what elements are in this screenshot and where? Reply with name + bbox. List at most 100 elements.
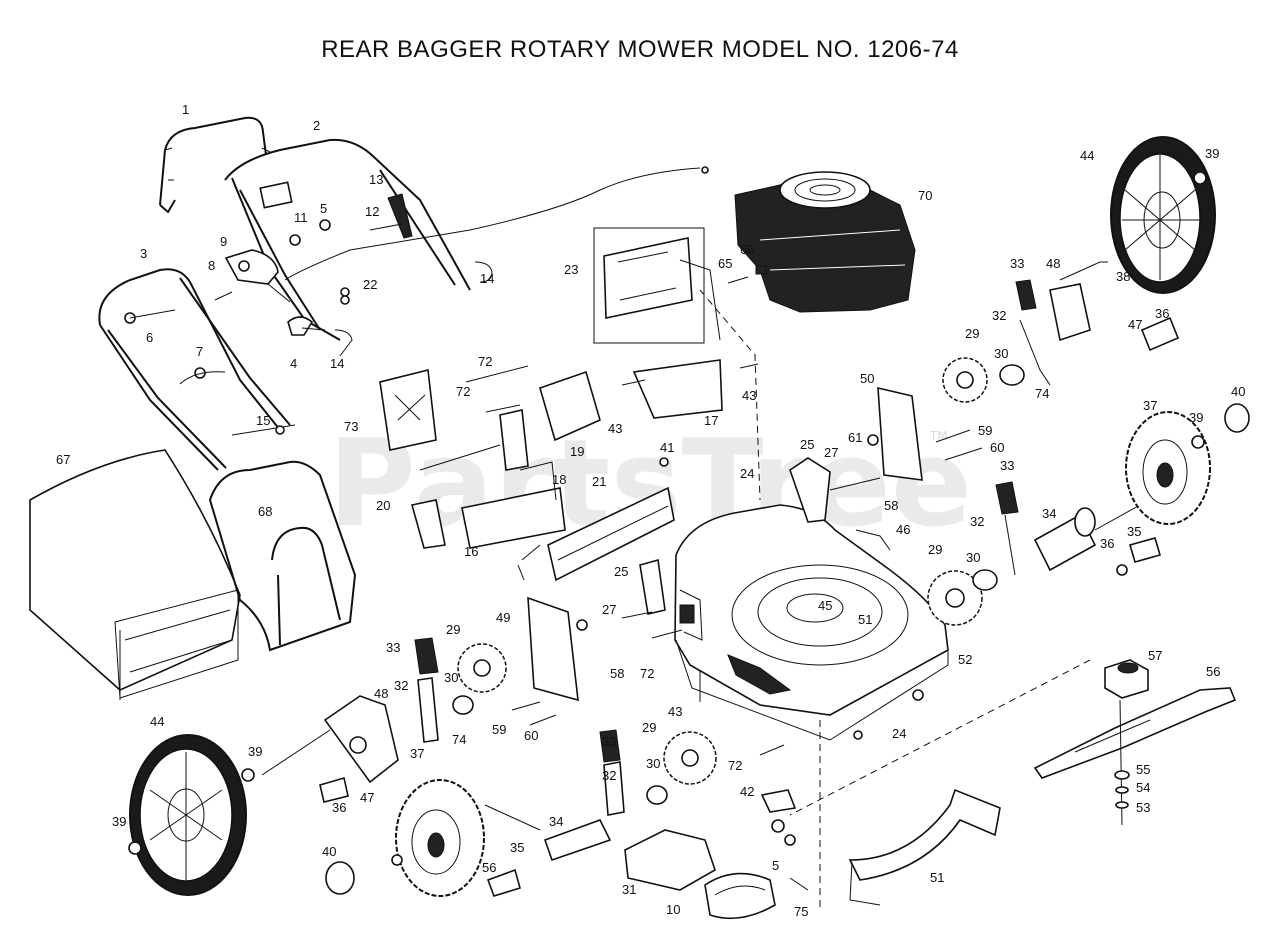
alignment-line xyxy=(789,659,1091,816)
bolt-part xyxy=(474,261,493,283)
misc-bolt-parts xyxy=(521,363,924,756)
callout-label: 18 xyxy=(552,472,566,487)
callout-label: 31 xyxy=(622,882,636,897)
callout-label: 32 xyxy=(394,678,408,693)
callout-label: 68 xyxy=(258,504,272,519)
callout-label: 3 xyxy=(140,246,147,261)
callout-label: 29 xyxy=(965,326,979,341)
engine-part xyxy=(734,171,916,313)
callout-label: 58 xyxy=(884,498,898,513)
callout-label: 7 xyxy=(196,344,203,359)
callout-label: 11 xyxy=(294,210,308,225)
callout-label: 74 xyxy=(452,732,466,747)
callout-label: 23 xyxy=(564,262,578,277)
callout-label: 27 xyxy=(824,445,838,460)
callout-label: 72 xyxy=(456,384,470,399)
callout-label: 2 xyxy=(313,118,320,133)
callout-label: 29 xyxy=(928,542,942,557)
callout-label: 44 xyxy=(1080,148,1094,163)
callout-label: 15 xyxy=(256,413,270,428)
callout-label: 56 xyxy=(1206,664,1220,679)
small-fastener-parts xyxy=(760,789,809,891)
fastener-part xyxy=(755,265,767,275)
rear-wheel-left-part xyxy=(128,734,255,896)
callout-label: 22 xyxy=(363,277,377,292)
callout-label: 40 xyxy=(322,844,336,859)
callout-label: 19 xyxy=(570,444,584,459)
callout-label: 16 xyxy=(464,544,478,559)
callout-label: 36 xyxy=(332,800,346,815)
callout-label: 43 xyxy=(668,704,682,719)
callout-label: 39 xyxy=(1189,410,1203,425)
callout-label: 60 xyxy=(990,440,1004,455)
callout-label: 55 xyxy=(1136,762,1150,777)
callout-label: 32 xyxy=(992,308,1006,323)
callout-label: 36 xyxy=(1155,306,1169,321)
callout-label: 58 xyxy=(610,666,624,681)
callout-label: 5 xyxy=(772,858,779,873)
callout-label: 35 xyxy=(510,840,524,855)
callout-label: 49 xyxy=(496,610,510,625)
callout-label: 14 xyxy=(330,356,344,371)
callout-label: 8 xyxy=(208,258,215,273)
callout-label: 52 xyxy=(958,652,972,667)
callout-label: 14 xyxy=(480,271,494,286)
callout-label: 32 xyxy=(602,768,616,783)
callout-label: 40 xyxy=(1231,384,1245,399)
callout-label: 33 xyxy=(1010,256,1024,271)
callout-label: 61 xyxy=(848,430,862,445)
callout-label: 72 xyxy=(478,354,492,369)
callout-label: 50 xyxy=(860,371,874,386)
control-lever-part xyxy=(319,193,413,239)
baffle-part xyxy=(848,788,1001,906)
rear-wheel-top-part xyxy=(1110,136,1216,294)
lower-handle-part xyxy=(98,268,296,471)
callout-label: 46 xyxy=(896,522,910,537)
callout-label: 73 xyxy=(344,419,358,434)
front-wheel-left-part xyxy=(325,779,541,897)
bolt-part xyxy=(334,329,353,357)
callout-label: 43 xyxy=(608,421,622,436)
callout-label: 37 xyxy=(410,746,424,761)
callout-label: 33 xyxy=(602,734,616,749)
bag-frame-part xyxy=(208,460,357,652)
callout-label: 4 xyxy=(290,356,297,371)
pawl-parts xyxy=(452,364,1025,805)
callout-label: 41 xyxy=(660,440,674,455)
callout-label: 34 xyxy=(1042,506,1056,521)
handle-knob-part xyxy=(287,316,326,336)
callout-label: 38 xyxy=(1116,269,1130,284)
callout-label: 43 xyxy=(742,388,756,403)
callout-label: 25 xyxy=(614,564,628,579)
callout-label: 30 xyxy=(994,346,1008,361)
fastener-part xyxy=(727,276,749,284)
hinge-rod-part xyxy=(517,457,675,582)
alignment-line xyxy=(699,289,761,501)
callout-label: 65 xyxy=(718,256,732,271)
axle-assembly-right-part xyxy=(995,481,1161,576)
callout-label: 42 xyxy=(740,784,754,799)
mounting-bracket-parts xyxy=(379,365,601,471)
callout-label: 53 xyxy=(1136,800,1150,815)
callout-label: 74 xyxy=(1035,386,1049,401)
callout-label: 33 xyxy=(386,640,400,655)
callout-label: 10 xyxy=(666,902,680,917)
callout-label: 59 xyxy=(978,423,992,438)
callout-label: 21 xyxy=(592,474,606,489)
callout-label: 54 xyxy=(1136,780,1150,795)
callout-label: 45 xyxy=(818,598,832,613)
callout-label: 70 xyxy=(918,188,932,203)
grass-bag-part xyxy=(29,449,241,700)
callout-label: 29 xyxy=(642,720,656,735)
callout-label: 47 xyxy=(360,790,374,805)
axle-assembly-bottom-part xyxy=(486,729,625,897)
callout-label: 35 xyxy=(1127,524,1141,539)
callout-label: 72 xyxy=(640,666,654,681)
callout-label: 5 xyxy=(320,201,327,216)
mower-deck-part xyxy=(674,504,949,741)
callout-label: 44 xyxy=(150,714,164,729)
callout-label: 60 xyxy=(524,728,538,743)
callout-label: 47 xyxy=(1128,317,1142,332)
callout-label: 51 xyxy=(858,612,872,627)
